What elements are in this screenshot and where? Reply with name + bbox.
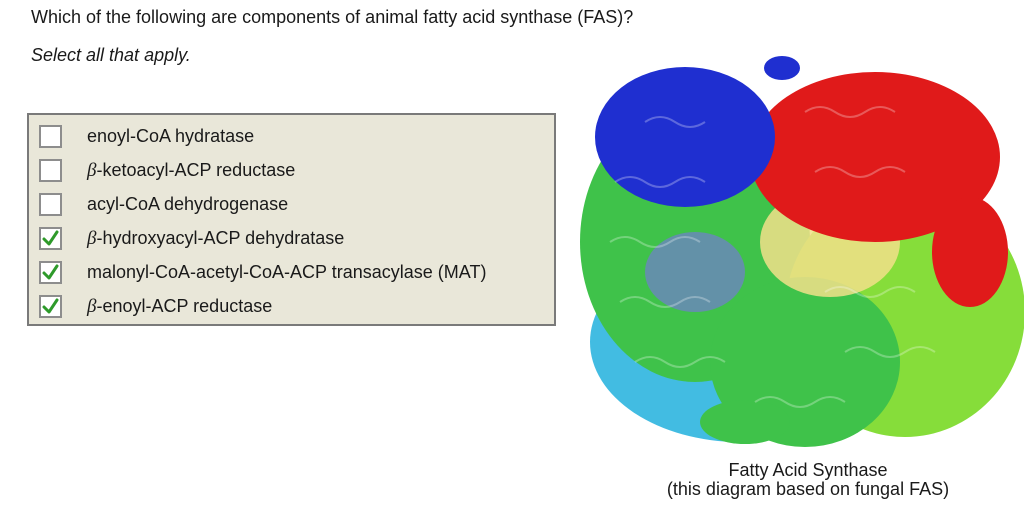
checkmark-icon <box>42 264 59 279</box>
option-0[interactable]: enoyl-CoA hydratase <box>29 119 554 153</box>
option-1[interactable]: β-ketoacyl-ACP reductase <box>29 153 554 187</box>
option-checkbox[interactable] <box>39 260 62 284</box>
option-greek-prefix: β <box>87 295 97 317</box>
protein-lobes <box>580 56 1024 447</box>
caption-title: Fatty Acid Synthase <box>728 460 888 480</box>
option-label: β-hydroxyacyl-ACP dehydratase <box>87 227 345 249</box>
option-checkbox[interactable] <box>39 158 62 182</box>
answer-options: enoyl-CoA hydratase β-ketoacyl-ACP reduc… <box>27 113 556 326</box>
helix-texture <box>609 106 936 408</box>
instruction-text: Select all that apply. <box>31 45 191 65</box>
option-label: malonyl-CoA-acetyl-CoA-ACP transacylase … <box>87 261 487 282</box>
option-label: β-enoyl-ACP reductase <box>87 295 273 317</box>
option-2[interactable]: acyl-CoA dehydrogenase <box>29 187 554 221</box>
option-label: enoyl-CoA hydratase <box>87 125 255 146</box>
option-5[interactable]: β-enoyl-ACP reductase <box>29 289 554 323</box>
option-label: β-ketoacyl-ACP reductase <box>87 159 296 181</box>
checkmark-icon <box>42 230 59 245</box>
caption-note: (this diagram based on fungal FAS) <box>666 479 950 499</box>
option-checkbox[interactable] <box>39 192 62 216</box>
option-checkbox[interactable] <box>39 124 62 148</box>
option-greek-prefix: β <box>87 159 97 181</box>
figure-caption: Fatty Acid Synthase (this diagram based … <box>626 461 990 499</box>
option-checkbox[interactable] <box>39 226 62 250</box>
checkmark-icon <box>42 298 59 313</box>
option-greek-prefix: β <box>87 227 97 249</box>
question-text: Which of the following are components of… <box>31 7 634 27</box>
option-label: acyl-CoA dehydrogenase <box>87 193 289 214</box>
option-checkbox[interactable] <box>39 294 62 318</box>
option-4[interactable]: malonyl-CoA-acetyl-CoA-ACP transacylase … <box>29 255 554 289</box>
fas-structure-image <box>580 56 1024 447</box>
option-3[interactable]: β-hydroxyacyl-ACP dehydratase <box>29 221 554 255</box>
